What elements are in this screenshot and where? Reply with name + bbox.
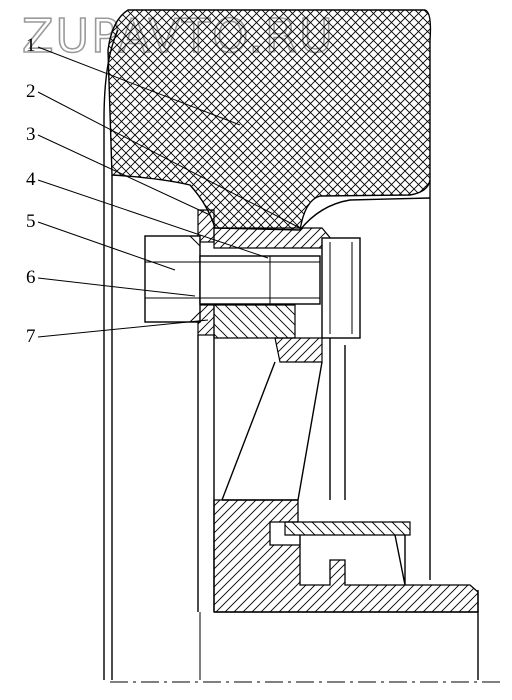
bolt-shank	[199, 255, 321, 305]
bolt-head	[144, 235, 201, 323]
axle	[199, 590, 479, 680]
rim-ring-lower	[213, 304, 296, 339]
callout-5: 5	[26, 211, 36, 232]
rim-ring-upper	[213, 227, 333, 249]
callout-4: 4	[26, 169, 36, 190]
wheel-body-outline	[103, 29, 431, 680]
callout-6: 6	[26, 267, 36, 288]
bearing-race	[284, 521, 411, 586]
callout-7: 7	[26, 326, 36, 347]
callout-1: 1	[26, 35, 36, 56]
nut	[321, 237, 361, 339]
tire-rubber	[107, 9, 432, 231]
wheel-disk	[221, 337, 346, 501]
callout-3: 3	[26, 124, 36, 145]
callout-2: 2	[26, 81, 36, 102]
hub-body	[213, 499, 479, 613]
leader-lines	[37, 46, 301, 338]
